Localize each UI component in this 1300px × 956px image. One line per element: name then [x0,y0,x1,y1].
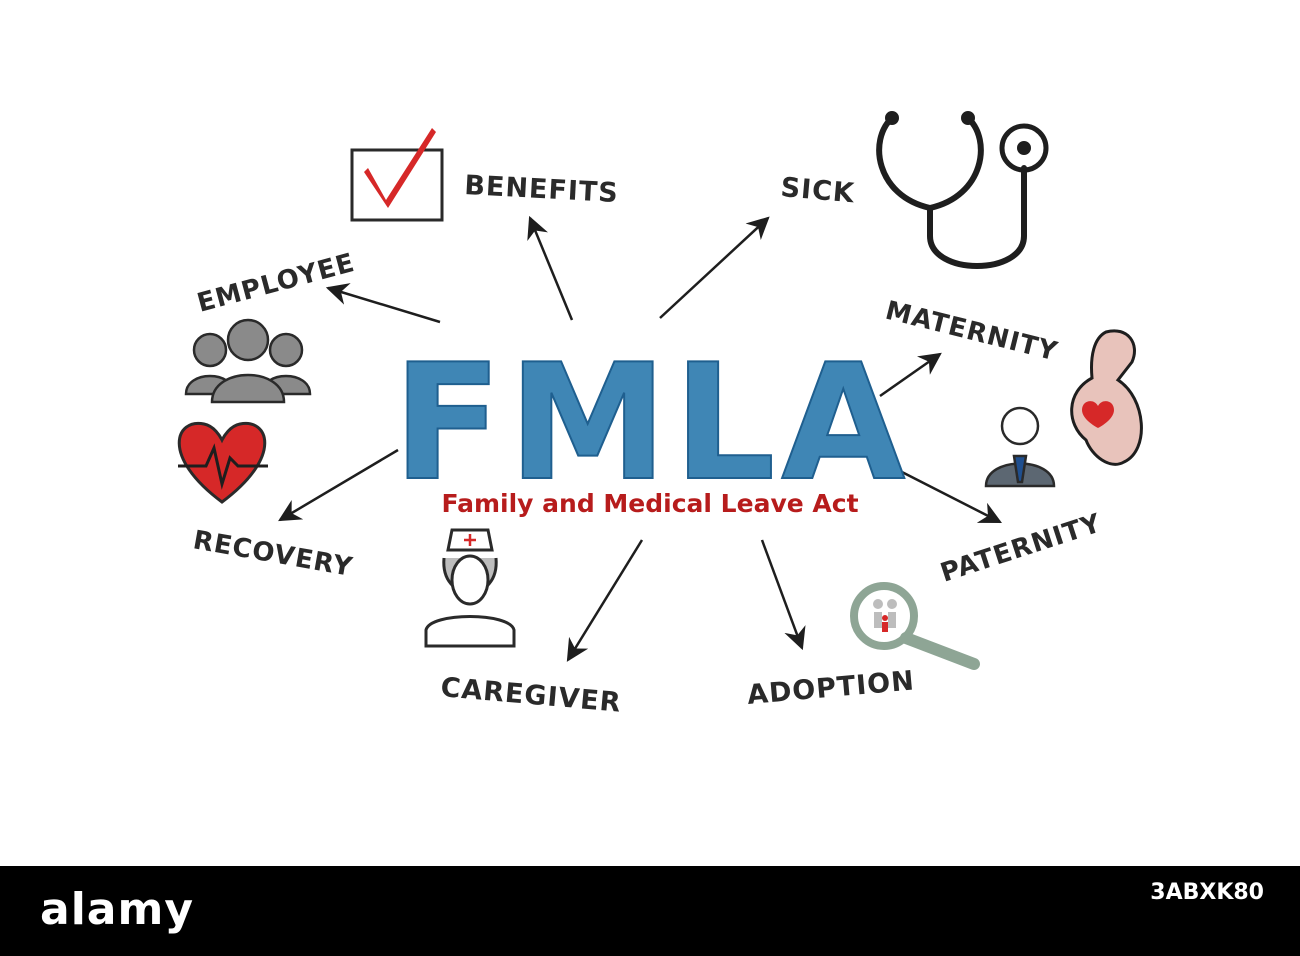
arrow-to-maternity [879,352,942,398]
watermark-brand: alamy [40,884,194,935]
people-group-icon [184,318,312,404]
arrow-to-recovery [278,448,399,522]
label-recovery: RECOVERY [191,525,356,583]
businessman-icon [984,406,1056,488]
label-benefits: BENEFITS [464,170,620,209]
fmla-mind-map: FMLA Family and Medical Leave Act BENEFI… [177,111,1143,719]
arrow-to-adoption [760,539,806,651]
magnifier-family-icon [850,582,980,670]
main-title: FMLA [393,329,911,516]
watermark-bar: alamy 3ABXK80 [0,866,1300,956]
main-subtitle: Family and Medical Leave Act [441,489,858,518]
diagram-canvas: FMLA Family and Medical Leave Act BENEFI… [177,111,1143,719]
arrow-to-caregiver [566,539,644,662]
label-sick: SICK [779,172,856,209]
label-adoption: ADOPTION [746,665,916,711]
label-paternity: PATERNITY [937,508,1106,588]
label-employee: EMPLOYEE [194,248,358,319]
stethoscope-icon [876,111,1049,269]
arrow-to-employee [325,283,441,324]
arrow-to-sick [659,216,770,319]
arrow-to-paternity [897,468,1003,524]
label-caregiver: CAREGIVER [439,672,622,719]
pregnant-woman-icon [1070,329,1143,466]
heartbeat-icon [177,421,268,504]
nurse-icon [424,528,516,648]
checkbox-icon [350,128,444,222]
image-id: 3ABXK80 [1150,880,1264,905]
arrow-to-benefits [527,215,574,321]
